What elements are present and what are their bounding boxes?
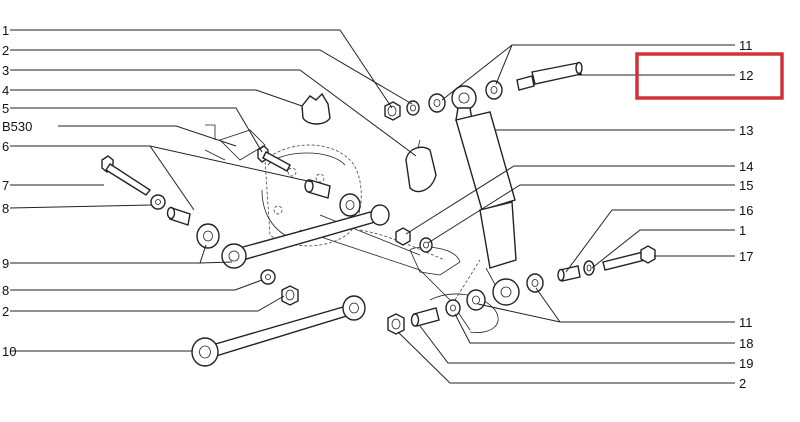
- shock-absorber: [451, 85, 520, 306]
- spacer-sleeve-upper: [304, 179, 331, 199]
- highlight-box: [635, 52, 784, 100]
- callout-3: 3: [2, 63, 9, 78]
- callout-labels-right: 11 12 13 14 15 16 1 17 11 18 19 2: [739, 38, 753, 391]
- callout-4: 4: [2, 83, 9, 98]
- bolt-5: [257, 145, 291, 172]
- callout-9: 9: [2, 256, 9, 271]
- long-bolt-7: [101, 155, 152, 196]
- bump-stop: [301, 92, 331, 125]
- washer-8-lower: [260, 269, 276, 285]
- nut-lower-right: [387, 313, 405, 335]
- bushing-9: [196, 223, 220, 249]
- callout-6: 6: [2, 139, 9, 154]
- sleeve-left: [166, 206, 191, 226]
- nut-top: [384, 101, 401, 121]
- nut-14: [395, 227, 411, 246]
- upper-trailing-arm: [221, 204, 390, 269]
- washer-8: [150, 194, 166, 210]
- leader-lines: [9, 29, 735, 384]
- rubber-buffer: [405, 139, 437, 193]
- callout-15: 15: [739, 178, 753, 193]
- callout-18: 18: [739, 336, 753, 351]
- bolt-17: [602, 245, 656, 271]
- callout-1-right: 1: [739, 223, 746, 238]
- callout-10: 10: [2, 344, 16, 359]
- sleeve-19: [410, 307, 440, 327]
- callout-12: 12: [739, 68, 753, 83]
- washer-1-right: [583, 260, 595, 276]
- washer-15: [419, 237, 433, 253]
- callout-2: 2: [2, 43, 9, 58]
- callout-13: 13: [739, 123, 753, 138]
- callout-2-right: 2: [739, 376, 746, 391]
- bushing-11-top: [428, 80, 503, 113]
- callout-11-top: 11: [739, 38, 753, 53]
- callout-19: 19: [739, 356, 753, 371]
- pin-12: [516, 61, 583, 91]
- nut-lower-left: [281, 285, 299, 306]
- callout-labels-left: 1 2 3 4 5 B530 6 7 8 9 8 2 10: [2, 23, 32, 359]
- callout-7: 7: [2, 178, 9, 193]
- washer-18: [445, 299, 461, 317]
- washer-top: [406, 100, 420, 116]
- callout-14: 14: [739, 159, 753, 174]
- callout-8: 8: [2, 201, 9, 216]
- callout-1: 1: [2, 23, 9, 38]
- callout-17: 17: [739, 249, 753, 264]
- callout-b530: B530: [2, 119, 32, 134]
- callout-11-lower: 11: [739, 315, 753, 330]
- sleeve-16: [557, 265, 581, 282]
- callout-2-lower: 2: [2, 304, 9, 319]
- callout-16: 16: [739, 203, 753, 218]
- bushing-upper-arm: [339, 193, 361, 217]
- callout-5: 5: [2, 101, 9, 116]
- callout-8-lower: 8: [2, 283, 9, 298]
- lower-control-arm: [191, 295, 366, 367]
